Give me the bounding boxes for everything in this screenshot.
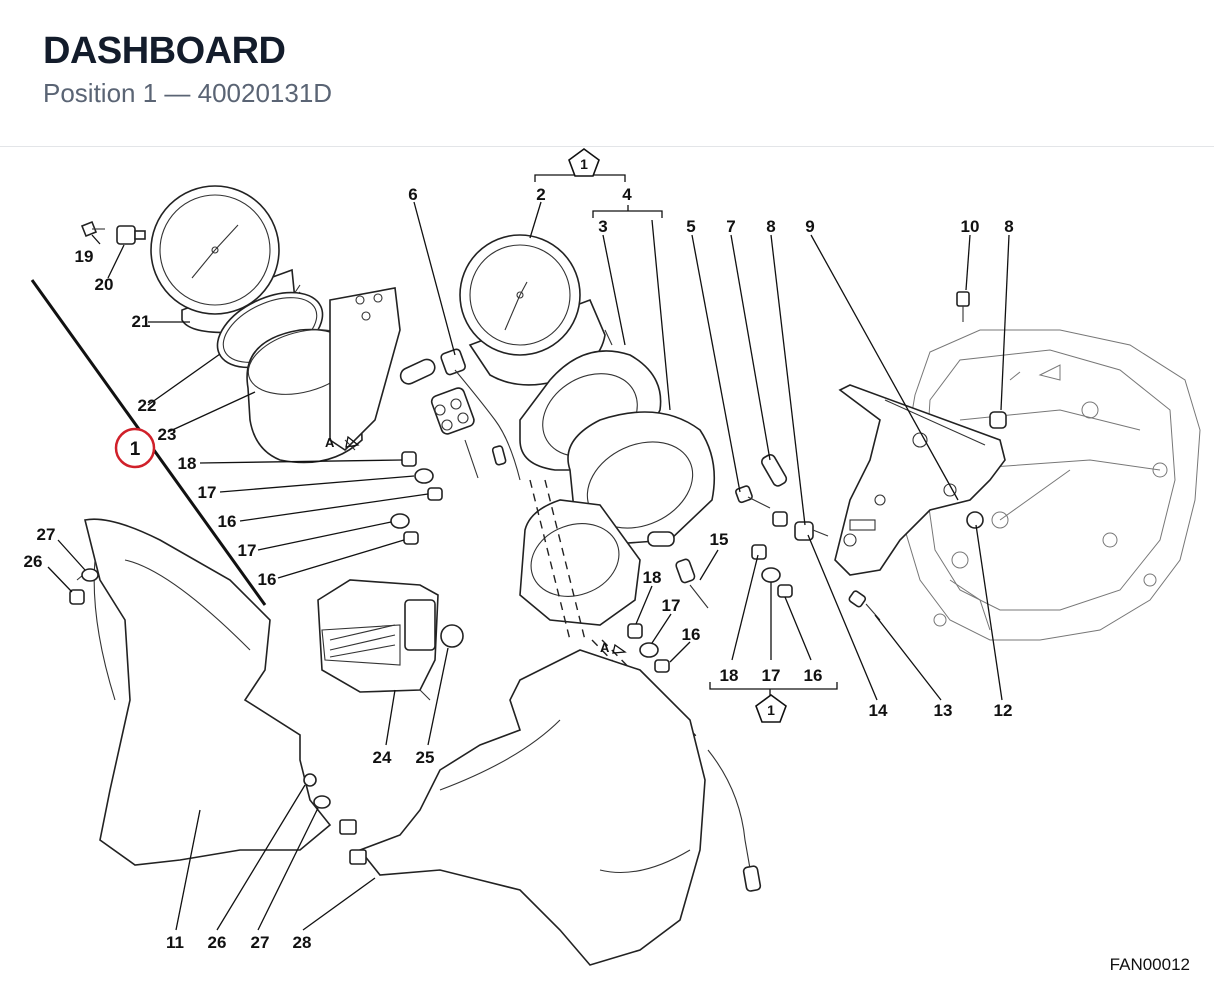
section-marker-right: A xyxy=(600,640,610,655)
part-label-6: 6 xyxy=(408,185,417,204)
part-label-20: 20 xyxy=(95,275,114,294)
part-label-13: 13 xyxy=(934,701,953,720)
part-label-10: 10 xyxy=(961,217,980,236)
double-gauge-holder xyxy=(519,350,716,626)
diagram-code: FAN00012 xyxy=(1109,955,1190,974)
part-label-18a: 18 xyxy=(178,454,197,473)
part-label-14: 14 xyxy=(869,701,888,720)
bolt-10 xyxy=(956,291,970,322)
rubber-mount-12 xyxy=(966,511,984,529)
warning-lights-unit xyxy=(317,579,439,701)
grommet-8-right xyxy=(989,411,1007,429)
part-label-16d: 16 xyxy=(804,666,823,685)
part-label-17a: 17 xyxy=(198,483,217,502)
part-labels: 6 2 4 3 5 7 8 9 10 8 19 20 21 22 23 18 1… xyxy=(24,185,1014,952)
pentagon-label-top: 1 xyxy=(580,156,588,172)
part-label-22: 22 xyxy=(138,396,157,415)
part-label-23: 23 xyxy=(158,425,177,444)
exploded-diagram: 1 1 1 A A xyxy=(0,147,1214,997)
highlight-label: 1 xyxy=(130,439,141,460)
pentagon-marker-bottom: 1 xyxy=(755,694,787,723)
part-label-25: 25 xyxy=(416,748,435,767)
part-label-16b: 16 xyxy=(258,570,277,589)
screw-13 xyxy=(848,590,881,621)
part-label-9: 9 xyxy=(805,217,814,236)
part-label-26b: 26 xyxy=(208,933,227,952)
part-label-18c: 18 xyxy=(720,666,739,685)
part-label-27b: 27 xyxy=(251,933,270,952)
screw-26 xyxy=(69,574,85,605)
grommet-stack-middle xyxy=(627,623,670,673)
speedometer-cable xyxy=(707,749,762,892)
lamp-bulb xyxy=(116,225,146,245)
screw-19 xyxy=(80,220,105,238)
pentagon-marker-top: 1 xyxy=(568,148,600,177)
part-label-17b: 17 xyxy=(238,541,257,560)
part-label-11: 11 xyxy=(166,933,184,952)
grommet-stack-right xyxy=(751,544,793,598)
part-label-19: 19 xyxy=(75,247,94,266)
screw-5 xyxy=(735,485,771,509)
pin-7 xyxy=(761,454,788,487)
part-label-12: 12 xyxy=(994,701,1013,720)
gauge-holder-cup xyxy=(246,287,436,464)
part-label-18b: 18 xyxy=(643,568,662,587)
left-fairing-panel xyxy=(84,518,332,866)
page-title: DASHBOARD xyxy=(43,30,286,72)
pentagon-label-bottom: 1 xyxy=(767,702,775,718)
washer-27 xyxy=(81,568,331,809)
right-fairing-panel xyxy=(339,649,706,966)
section-marker-left: A xyxy=(325,435,335,450)
part-label-2: 2 xyxy=(536,185,545,204)
part-label-17d: 17 xyxy=(762,666,781,685)
part-label-5: 5 xyxy=(686,217,695,236)
grommet-stack-left xyxy=(390,451,443,545)
part-label-17c: 17 xyxy=(662,596,681,615)
assembly-bracket-top xyxy=(534,168,663,218)
part-label-8: 8 xyxy=(766,217,775,236)
part-label-4: 4 xyxy=(622,185,632,204)
leader-lines xyxy=(47,201,1010,931)
part-label-8b: 8 xyxy=(1004,217,1013,236)
mounting-bracket xyxy=(834,384,1006,576)
part-label-28: 28 xyxy=(293,933,312,952)
page-subtitle: Position 1 — 40020131D xyxy=(43,78,333,108)
part-label-26a: 26 xyxy=(24,552,43,571)
part-label-16a: 16 xyxy=(218,512,237,531)
highlight-callout[interactable]: 1 xyxy=(114,427,156,469)
part-label-7: 7 xyxy=(726,217,735,236)
speedo-cable-end xyxy=(440,348,521,481)
part-label-15: 15 xyxy=(710,530,729,549)
page-header: DASHBOARD Position 1 — 40020131D xyxy=(0,0,1214,147)
connector-block xyxy=(430,387,507,479)
bulb-15 xyxy=(675,558,709,609)
part-label-3: 3 xyxy=(598,217,607,236)
part-label-16c: 16 xyxy=(682,625,701,644)
spacer-14 xyxy=(772,511,829,541)
bulb-25 xyxy=(440,624,464,648)
part-label-24: 24 xyxy=(373,748,392,767)
part-label-27a: 27 xyxy=(37,525,56,544)
tachometer-gauge xyxy=(150,185,301,334)
part-label-21: 21 xyxy=(132,312,151,331)
